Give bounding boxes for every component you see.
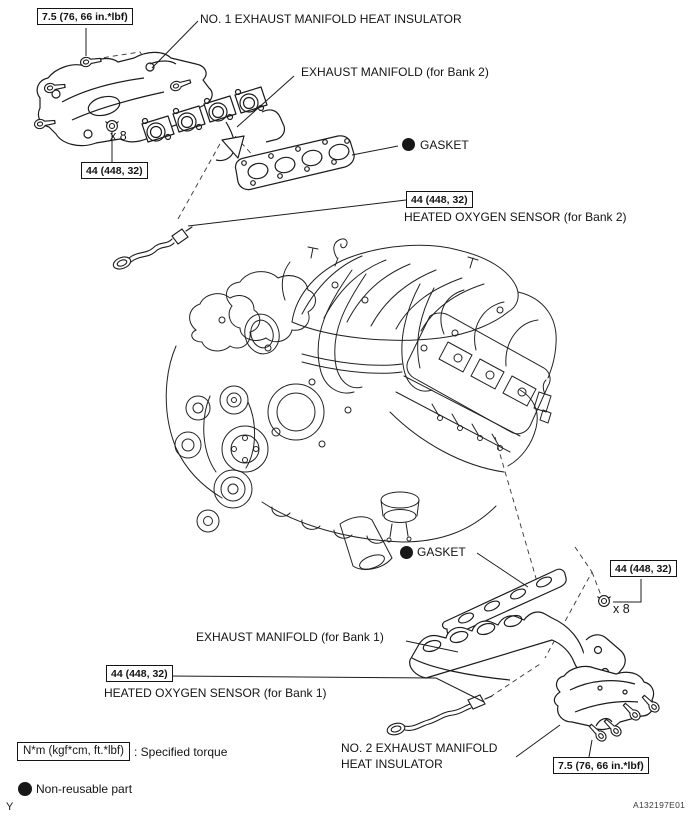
- bank2-manifold-illustration: [141, 86, 286, 162]
- leader-lines: [85, 20, 642, 758]
- legend-non-reusable: Non-reusable part: [18, 782, 132, 796]
- label-no1-heat-insulator: NO. 1 EXHAUST MANIFOLD HEAT INSULATOR: [200, 12, 462, 26]
- torque-spec-o2-sensor-bank2: 44 (448, 32): [406, 191, 473, 208]
- bank2-o2-sensor-illustration: [112, 226, 193, 270]
- label-gasket-bank2: GASKET: [420, 138, 469, 152]
- label-exhaust-manifold-bank2: EXHAUST MANIFOLD (for Bank 2): [301, 65, 489, 79]
- bank2-gasket-illustration: [234, 135, 355, 191]
- torque-spec-insulator-bolt-top: 7.5 (76, 66 in.*lbf): [37, 8, 133, 25]
- non-reusable-part-icon: [400, 546, 413, 559]
- page-marker: Y: [6, 801, 14, 813]
- legend-non-reusable-label: Non-reusable part: [36, 782, 133, 796]
- label-no2-heat-insulator-line2: HEAT INSULATOR: [341, 757, 443, 771]
- torque-spec-manifold-nut-bottom: 44 (448, 32): [610, 560, 677, 577]
- label-gasket-bank1: GASKET: [417, 545, 466, 559]
- label-no2-heat-insulator-line1: NO. 2 EXHAUST MANIFOLD: [341, 741, 498, 755]
- label-nut-count-top: x 8: [110, 129, 127, 143]
- torque-spec-o2-sensor-bank1: 44 (448, 32): [106, 665, 173, 682]
- bank1-o2-sensor-illustration: [386, 694, 493, 736]
- legend-torque-box: N*m (kgf*cm, ft.*lbf): [17, 742, 130, 761]
- non-reusable-part-icon: [18, 782, 32, 796]
- figure-code: A132197E01: [633, 800, 686, 810]
- engine-illustration: [165, 238, 557, 570]
- torque-spec-manifold-nut-top: 44 (448, 32): [81, 162, 148, 179]
- torque-spec-insulator-bolt-bottom: 7.5 (76, 66 in.*lbf): [553, 757, 649, 774]
- label-nut-count-bottom: x 8: [613, 602, 630, 616]
- label-heated-o2-bank2: HEATED OXYGEN SENSOR (for Bank 2): [404, 210, 627, 224]
- legend-torque: N*m (kgf*cm, ft.*lbf) : Specified torque: [17, 742, 227, 761]
- label-exhaust-manifold-bank1: EXHAUST MANIFOLD (for Bank 1): [196, 630, 384, 644]
- non-reusable-part-icon: [402, 138, 415, 151]
- label-heated-o2-bank1: HEATED OXYGEN SENSOR (for Bank 1): [104, 686, 327, 700]
- legend-torque-desc: : Specified torque: [133, 744, 228, 759]
- bank1-heat-insulator-illustration: [553, 665, 655, 731]
